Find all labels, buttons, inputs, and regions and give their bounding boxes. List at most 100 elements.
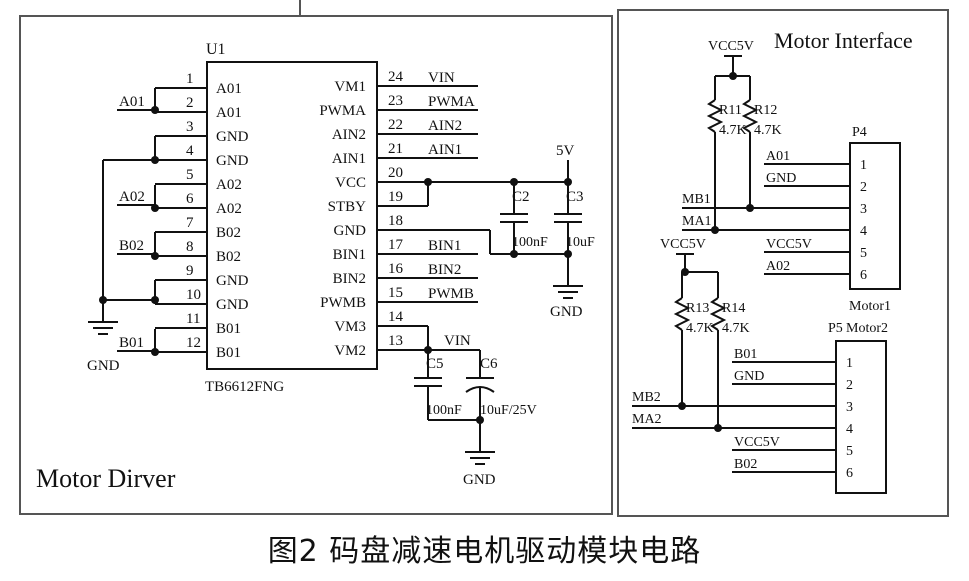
- tb6612-chip: [206, 61, 378, 370]
- chip-pin-number: 3: [186, 119, 194, 135]
- chip-pin-name: VM3: [334, 319, 366, 335]
- net-bin2: BIN2: [428, 262, 461, 278]
- chip-pin-number: 17: [388, 237, 404, 253]
- net-pwma: PWMA: [428, 94, 475, 110]
- chip-pin-number: 5: [186, 167, 194, 183]
- chip-pin-name: BIN1: [333, 247, 366, 263]
- chip-pin-number: 4: [186, 143, 194, 159]
- chip-pin-number: 10: [186, 287, 201, 303]
- c3-value: 10uF: [566, 235, 595, 250]
- connector-pin-number: 2: [860, 180, 867, 195]
- chip-pin-number: 6: [186, 191, 194, 207]
- connector-pin-number: 6: [846, 466, 853, 481]
- connector-net-label: VCC5V: [766, 237, 812, 252]
- power-5v: 5V: [556, 143, 575, 159]
- chip-pin-number: 11: [186, 311, 200, 327]
- right-panel-frame: [617, 9, 949, 517]
- chip-pin-name: A01: [216, 81, 242, 97]
- chip-pin-name: PWMB: [320, 295, 366, 311]
- c2-value: 100nF: [512, 235, 548, 250]
- connector-pin-number: 3: [860, 202, 867, 217]
- net-bin1: BIN1: [428, 238, 461, 254]
- connector-pin-number: 3: [846, 400, 853, 415]
- chip-left-pins: 1A012A013GND4GND5A026A027B028B029GND10GN…: [155, 71, 249, 361]
- chip-pin-name: GND: [216, 153, 249, 169]
- chip-pin-name: PWMA: [319, 103, 366, 119]
- c3-ref: C3: [566, 189, 584, 205]
- chip-pin-number: 13: [388, 333, 403, 349]
- chip-pin-name: AIN1: [332, 151, 366, 167]
- net-b02: B02: [119, 238, 144, 254]
- connector-pin-number: 1: [860, 158, 867, 173]
- chip-pin-number: 18: [388, 213, 403, 229]
- chip-pin-name: GND: [216, 297, 249, 313]
- net-mb1: MB1: [682, 192, 711, 207]
- connector-pin-number: 1: [846, 356, 853, 371]
- ground-label-left: GND: [87, 358, 120, 374]
- net-ma1: MA1: [682, 214, 712, 229]
- chip-pin-name: A02: [216, 201, 242, 217]
- chip-pin-number: 8: [186, 239, 194, 255]
- connector-pin-number: 4: [846, 422, 853, 437]
- interface-wiring: [632, 55, 901, 494]
- chip-right-pins: 24VM123PWMA22AIN221AIN120VCC19STBY18GND1…: [319, 69, 426, 359]
- c2-ref: C2: [512, 189, 530, 205]
- chip-pin-name: AIN2: [332, 127, 366, 143]
- c6-ref: C6: [480, 356, 498, 372]
- chip-pin-number: 16: [388, 261, 404, 277]
- c6-value: 10uF/25V: [480, 403, 537, 418]
- vcc5v-top: VCC5V: [708, 39, 754, 54]
- chip-pin-number: 12: [186, 335, 201, 351]
- connector-net-label: B02: [734, 457, 757, 472]
- chip-pin-name: VM1: [334, 79, 366, 95]
- net-vin-2: VIN: [444, 333, 471, 349]
- right-wiring: [377, 85, 583, 465]
- chip-pin-name: GND: [334, 223, 367, 239]
- net-mb2: MB2: [632, 390, 661, 405]
- chip-pin-number: 7: [186, 215, 194, 231]
- chip-pin-name: A02: [216, 177, 242, 193]
- net-b01: B01: [119, 335, 144, 351]
- connector-net-label: GND: [734, 369, 764, 384]
- net-ma2: MA2: [632, 412, 662, 427]
- ground-label-c56: GND: [463, 472, 496, 488]
- interface-junctions: [678, 72, 754, 432]
- chip-pin-number: 24: [388, 69, 404, 85]
- connector-pin-number: 4: [860, 224, 867, 239]
- p4-ref: P4: [852, 125, 867, 140]
- chip-pin-name: STBY: [328, 199, 367, 215]
- c5-value: 100nF: [426, 403, 462, 418]
- connector-pin-number: 6: [860, 268, 867, 283]
- connector-net-label: A02: [766, 259, 790, 274]
- chip-pin-number: 23: [388, 93, 403, 109]
- r14-value: 4.7K: [722, 321, 750, 336]
- r12-value: 4.7K: [754, 123, 782, 138]
- r12-ref: R12: [754, 103, 777, 118]
- left-junctions: [99, 106, 159, 356]
- chip-pin-number: 20: [388, 165, 403, 181]
- r13-ref: R13: [686, 301, 709, 316]
- left-panel-frame: [19, 15, 613, 515]
- net-pwmb: PWMB: [428, 286, 474, 302]
- c5-ref: C5: [426, 356, 444, 372]
- connector-net-label: A01: [766, 149, 790, 164]
- chip-pin-name: GND: [216, 129, 249, 145]
- schematic-svg: U1 TB6612FNG 1A012A013GND4GND5A026A027B0…: [19, 0, 949, 517]
- right-junctions: [424, 178, 572, 424]
- chip-pin-name: VM2: [334, 343, 366, 359]
- figure-caption: 图2 码盘减速电机驱动模块电路: [267, 534, 702, 569]
- p5-name: Motor2: [846, 321, 888, 336]
- chip-pin-number: 14: [388, 309, 404, 325]
- net-a01: A01: [119, 94, 145, 110]
- net-ain2: AIN2: [428, 118, 462, 134]
- r11-value: 4.7K: [719, 123, 747, 138]
- chip-pin-name: BIN2: [333, 271, 366, 287]
- right-panel-title: Motor Interface: [774, 28, 913, 53]
- p5-ref: P5: [828, 321, 843, 336]
- chip-pin-number: 1: [186, 71, 194, 87]
- chip-pin-number: 21: [388, 141, 403, 157]
- chip-pin-name: A01: [216, 105, 242, 121]
